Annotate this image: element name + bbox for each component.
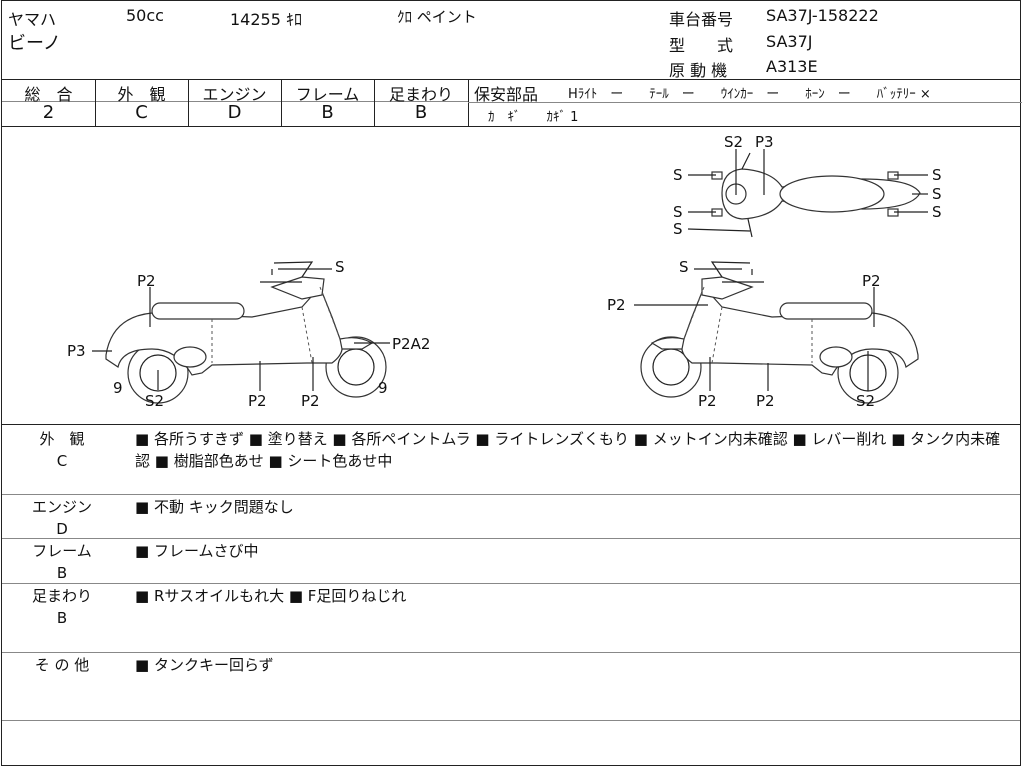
safety-label: 保安部品 xyxy=(474,85,539,104)
divider xyxy=(2,494,1020,495)
grade-header-suspension: 足まわり xyxy=(388,85,453,104)
diagram-label: P2 xyxy=(698,392,717,410)
diagram-label: S xyxy=(673,203,683,221)
grade-value-overall: 2 xyxy=(42,102,55,123)
key-info: ｶ ｷﾞ ｶｷﾞ 1 xyxy=(488,110,579,125)
divider xyxy=(468,102,1022,103)
note-text-frame: ■ フレームさび中 xyxy=(135,542,259,560)
divider xyxy=(2,79,1020,80)
note-category-other: そ の 他 xyxy=(34,656,90,674)
grade-header-exterior: 外 観 xyxy=(117,85,166,104)
diagram-label: 9 xyxy=(113,379,123,397)
note-category-frame: フレーム B xyxy=(32,542,92,582)
diagram-label: S2 xyxy=(145,392,164,410)
mileage: 14255 ｷﾛ xyxy=(230,10,302,29)
frame-no: SA37J-158222 xyxy=(766,6,879,25)
divider xyxy=(2,652,1020,653)
diagram-label: P2 xyxy=(137,272,156,290)
grade-value-frame: B xyxy=(321,102,334,123)
divider xyxy=(95,79,96,126)
diagram-label: P2 xyxy=(756,392,775,410)
divider xyxy=(2,538,1020,539)
scooter-left-view xyxy=(105,261,387,404)
diagram-label: S xyxy=(932,203,942,221)
diagram-label: S xyxy=(673,220,683,238)
scooter-top-view xyxy=(711,152,921,238)
diagram-label: S2 xyxy=(856,392,875,410)
grade-value-exterior: C xyxy=(135,102,148,123)
note-text-other: ■ タンクキー回らず xyxy=(135,656,274,674)
divider xyxy=(2,583,1020,584)
type-value: SA37J xyxy=(766,32,813,51)
divider xyxy=(281,79,282,126)
type-label: 型 式 xyxy=(669,36,734,55)
engine-label: 原 動 機 xyxy=(669,61,728,80)
note-category-exterior: 外 観 C xyxy=(39,430,85,470)
diagram-label: S xyxy=(679,258,689,276)
diagram-label: S xyxy=(932,185,942,203)
divider xyxy=(374,79,375,126)
divider xyxy=(188,79,189,126)
diagram-label: 9 xyxy=(378,379,388,397)
note-text-engine: ■ 不動 キック問題なし xyxy=(135,498,294,516)
displacement: 50cc xyxy=(126,6,164,25)
note-text-exterior: ■ 各所うすきず ■ 塗り替え ■ 各所ペイントムラ ■ ライトレンズくもり ■… xyxy=(135,430,1001,470)
safety-items: Hﾗｲﾄ ー ﾃｰﾙ ー ｳｲﾝｶｰ ー ﾎｰﾝ ー ﾊﾞｯﾃﾘｰ × xyxy=(568,87,931,102)
diagram-label: S xyxy=(932,166,942,184)
diagram-label: P3 xyxy=(67,342,86,360)
diagram-label: P2 xyxy=(248,392,267,410)
damage-diagram: P2 P3 9 S2 P2 P2 9 P2A2 S S2 P3 S xyxy=(67,133,942,410)
grade-header-engine: エンジン xyxy=(202,85,267,104)
note-category-engine: エンジン D xyxy=(31,498,92,538)
color: ｸﾛ ペイント xyxy=(397,8,477,26)
diagram-label: P2 xyxy=(301,392,320,410)
divider xyxy=(2,126,1020,127)
divider xyxy=(2,720,1020,721)
diagram-label: P3 xyxy=(755,133,774,151)
diagram-label: P2 xyxy=(862,272,881,290)
scooter-right-view xyxy=(640,261,919,404)
note-text-suspension: ■ Rサスオイルもれ大 ■ F足回りねじれ xyxy=(135,587,407,605)
engine-value: A313E xyxy=(766,57,818,76)
diagram-label: S xyxy=(335,258,345,276)
model-name: ビーノ xyxy=(8,33,61,54)
frame-no-label: 車台番号 xyxy=(669,10,734,29)
note-category-suspension: 足まわり B xyxy=(31,587,92,627)
maker: ヤマハ xyxy=(8,10,57,29)
diagram-label: P2A2 xyxy=(392,335,430,353)
diagram-label: P2 xyxy=(607,296,626,314)
grade-value-suspension: B xyxy=(414,102,428,123)
diagram-label: S2 xyxy=(724,133,743,151)
grade-header-frame: フレーム xyxy=(295,85,360,104)
grade-value-engine: D xyxy=(227,102,242,123)
grade-header-overall: 総 合 xyxy=(24,85,73,104)
divider xyxy=(2,101,468,102)
divider xyxy=(2,424,1020,425)
diagram-label: S xyxy=(673,166,683,184)
